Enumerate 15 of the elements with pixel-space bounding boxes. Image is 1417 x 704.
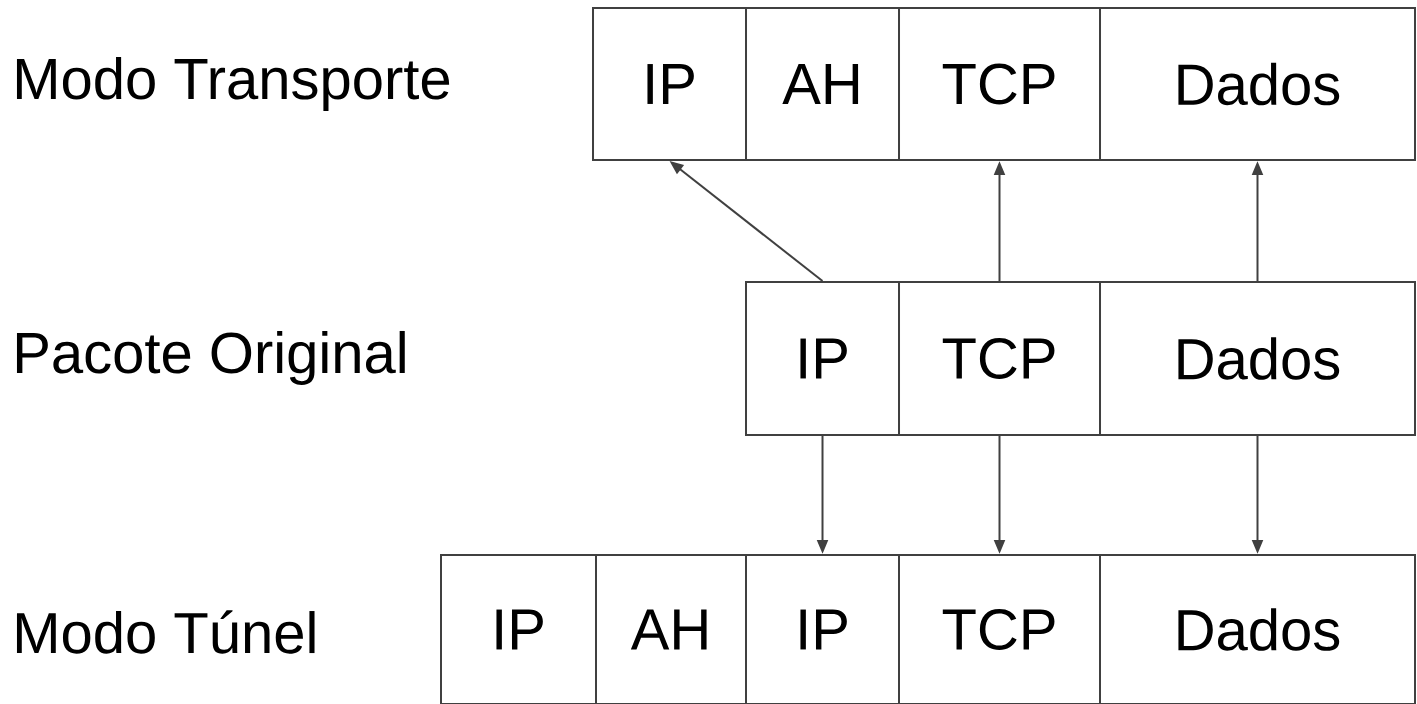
header-field: Dados: [1099, 7, 1416, 161]
header-field: TCP: [898, 7, 1101, 161]
header-field: IP: [745, 281, 900, 436]
header-field: IP: [592, 7, 747, 161]
header-field: AH: [745, 7, 900, 161]
header-field: Dados: [1099, 281, 1416, 436]
row-label: Pacote Original: [16, 330, 405, 385]
header-field: AH: [595, 554, 747, 704]
header-field: TCP: [898, 281, 1101, 436]
header-field: IP: [440, 554, 597, 704]
header-field: Dados: [1099, 554, 1416, 704]
header-field: IP: [745, 554, 900, 704]
row-label: Modo Túnel: [16, 610, 315, 654]
header-field: TCP: [898, 554, 1101, 704]
row-label: Modo Transporte: [16, 56, 450, 111]
